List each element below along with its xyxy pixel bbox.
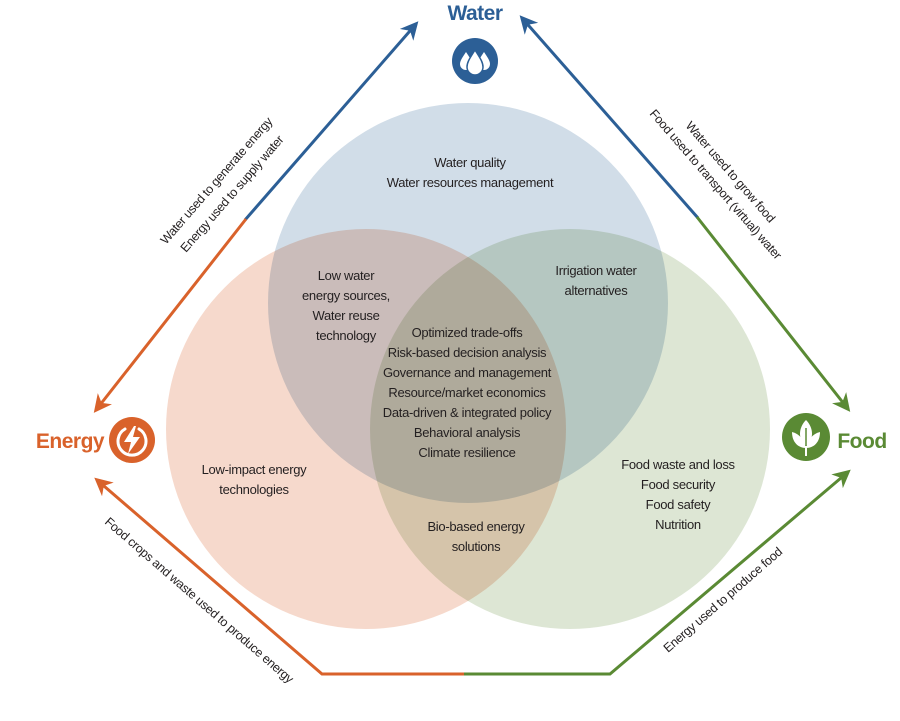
food-circle bbox=[370, 229, 770, 629]
region-label: Low water bbox=[318, 268, 376, 283]
region-label: energy sources, bbox=[302, 288, 390, 303]
region-water-food: Irrigation water alternatives bbox=[555, 263, 637, 298]
region-label: Food safety bbox=[646, 497, 711, 512]
lightning-power-icon bbox=[109, 417, 155, 463]
region-label: Behavioral analysis bbox=[414, 425, 521, 440]
region-energy-only: Low-impact energy technologies bbox=[202, 462, 308, 497]
region-label: Optimized trade-offs bbox=[412, 325, 524, 340]
region-label: Water resources management bbox=[387, 175, 554, 190]
region-label: Water quality bbox=[434, 155, 506, 170]
water-drops-icon bbox=[452, 38, 498, 84]
node-energy: Energy bbox=[36, 417, 155, 463]
region-label: alternatives bbox=[565, 283, 629, 298]
connector-arrows bbox=[93, 15, 851, 676]
region-label: Bio-based energy bbox=[427, 519, 525, 534]
region-center: Optimized trade-offs Risk-based decision… bbox=[383, 325, 553, 460]
water-energy-arrow-water-segment bbox=[243, 21, 419, 221]
region-label: Food security bbox=[641, 477, 716, 492]
region-label: Governance and management bbox=[383, 365, 552, 380]
region-label: Risk-based decision analysis bbox=[388, 345, 547, 360]
node-food: Food bbox=[782, 413, 887, 461]
region-label: Food waste and loss bbox=[621, 457, 735, 472]
region-label: technology bbox=[316, 328, 377, 343]
node-water: Water bbox=[447, 2, 503, 84]
region-energy-food: Bio-based energy solutions bbox=[427, 519, 525, 554]
node-title-water: Water bbox=[447, 2, 502, 25]
region-water-only: Water quality Water resources management bbox=[387, 155, 555, 190]
region-label: Nutrition bbox=[655, 517, 701, 532]
water-food-arrow-water-segment bbox=[519, 15, 700, 219]
region-label: technologies bbox=[219, 482, 289, 497]
venn-circles bbox=[166, 103, 770, 629]
water-food-arrow-food-segment bbox=[695, 216, 851, 412]
region-label: Resource/market economics bbox=[388, 385, 546, 400]
region-label: solutions bbox=[452, 539, 501, 554]
arrow-label-water-to-energy: Water used to generate energy bbox=[158, 114, 276, 247]
region-label: Climate resilience bbox=[418, 445, 515, 460]
region-label: Irrigation water bbox=[555, 263, 637, 278]
region-label: Low-impact energy bbox=[202, 462, 308, 477]
food-to-energy-arrow bbox=[94, 477, 466, 676]
region-label: Water reuse bbox=[312, 308, 379, 323]
node-title-energy: Energy bbox=[36, 430, 105, 453]
energy-to-food-arrow bbox=[464, 469, 851, 676]
region-water-energy: Low water energy sources, Water reuse te… bbox=[302, 268, 390, 343]
node-title-food: Food bbox=[837, 430, 886, 453]
water-energy-arrow-energy-segment bbox=[93, 218, 248, 413]
leaf-plant-icon bbox=[782, 413, 830, 461]
region-food-only: Food waste and loss Food security Food s… bbox=[621, 457, 736, 532]
region-label: Data-driven & integrated policy bbox=[383, 405, 552, 420]
